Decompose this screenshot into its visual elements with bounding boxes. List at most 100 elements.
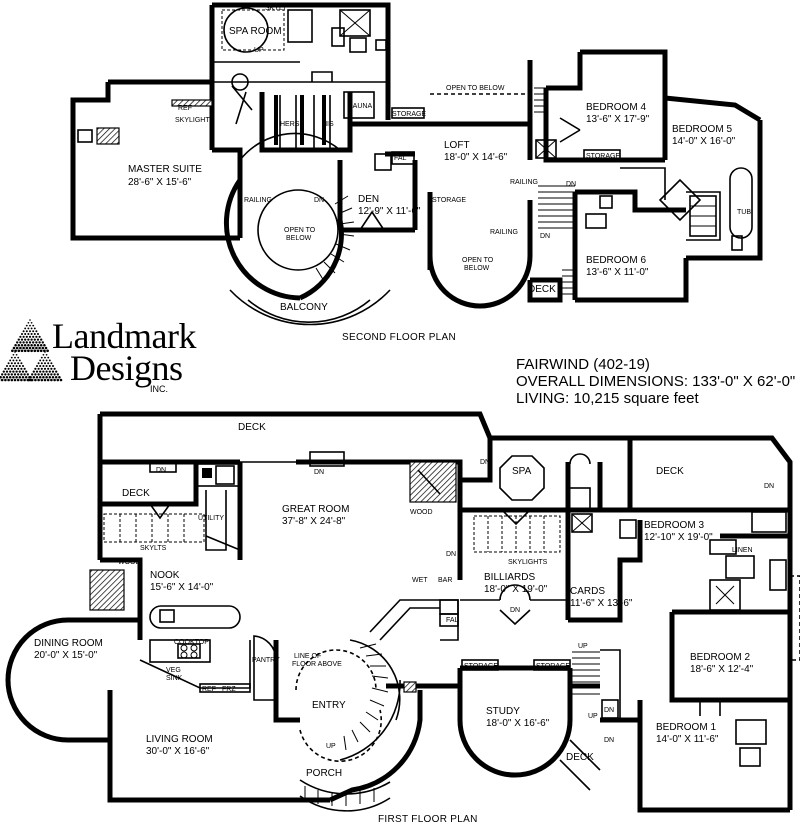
logo-dot (37, 367, 40, 370)
logo-dot (43, 343, 46, 347)
balcony-label: BALCONY (280, 302, 328, 313)
bedroom2-label: BEDROOM 2 (690, 652, 750, 663)
logo-dot (33, 343, 37, 347)
logo-dot (20, 343, 24, 347)
logo-dot (9, 359, 12, 362)
bedroom1-label: BEDROOM 1 (656, 722, 716, 733)
logo-dot (20, 362, 23, 365)
logo-dot (30, 327, 33, 330)
logo-dot (46, 378, 50, 382)
second-floor-title: SECOND FLOOR PLAN (342, 332, 456, 343)
logo-dot (27, 327, 30, 330)
logo-dot (25, 335, 28, 338)
study-label: STUDY (486, 706, 520, 717)
second-storage-label-1: STORAGE (392, 111, 426, 118)
logo-dot (13, 373, 17, 376)
logo-dot (23, 373, 26, 376)
second-fal-label: FAL (394, 155, 407, 162)
skylights-label: SKYLIGHTS (508, 559, 548, 566)
logo-dot (7, 367, 10, 370)
logo-dot (15, 364, 18, 368)
logo-dot (46, 349, 49, 353)
logo-dot (17, 367, 20, 370)
first-deck-right-label: DECK (656, 466, 684, 477)
logo-dot (50, 362, 53, 365)
logo-dot (27, 332, 30, 336)
logo-dot (22, 341, 25, 344)
first-deck-left-label: DECK (122, 488, 150, 499)
logo-dot (28, 346, 32, 350)
logo-dot (45, 370, 48, 373)
logo-dot (29, 324, 31, 327)
logo-dot (50, 373, 53, 376)
first-wood-label-1: WOOD (118, 559, 141, 566)
bedroom3-label: BEDROOM 3 (644, 520, 704, 531)
landmark-logo-mark (0, 319, 63, 382)
living-room-size: 30'-0" X 16'-6" (146, 746, 210, 757)
logo-dot (12, 370, 15, 373)
logo-dot (23, 343, 27, 347)
logo-dot (53, 373, 56, 376)
logo-dot (12, 364, 15, 368)
logo-dot (17, 362, 20, 365)
logo-dot (51, 375, 55, 379)
plan-living-area: LIVING: 10,215 square feet (516, 390, 699, 407)
logo-dot (33, 332, 36, 336)
logo-dot (53, 367, 56, 370)
logo-dot (32, 341, 35, 344)
logo-dot (30, 378, 34, 382)
logo-dot (45, 364, 48, 368)
first-wood-label-2: WOOD (410, 509, 433, 516)
logo-dot (12, 353, 15, 356)
logo-dot (17, 343, 21, 347)
tub-label: TUB (737, 209, 751, 216)
logo-dot (7, 373, 10, 376)
logo-dot (32, 330, 35, 333)
logo-dot (22, 346, 25, 350)
study-size: 18'-0" X 16'-6" (486, 718, 550, 729)
logo-dot (16, 378, 20, 382)
bedroom5-label: BEDROOM 5 (672, 124, 732, 135)
logo-dot (51, 370, 55, 373)
logo-dot (19, 346, 22, 350)
logo-dot (40, 338, 43, 341)
bedroom6-size: 13'-6" X 11'-0" (586, 267, 649, 278)
logo-dot (36, 349, 40, 353)
second-railing-label-3: RAILING (510, 179, 538, 186)
logo-dot (44, 356, 46, 359)
logo-dot (5, 370, 9, 373)
sink-label: SINK (166, 675, 183, 682)
second-deck-label: DECK (528, 284, 556, 295)
logo-dot (39, 370, 42, 373)
logo-dot (27, 378, 31, 382)
logo-dot (25, 324, 28, 327)
logo-dot (21, 370, 25, 373)
logo-dot (34, 378, 37, 382)
logo-dot (17, 349, 21, 353)
logo-dot (20, 378, 23, 382)
logo-dot (42, 375, 45, 379)
pantry-label: PANTRY (252, 657, 280, 664)
billiards-size: 18'-0" X 19'-0" (484, 584, 548, 595)
logo-dot (24, 375, 28, 379)
logo-dot (32, 335, 35, 338)
logo-dot (37, 362, 40, 365)
logo-dot (14, 356, 16, 359)
open-to-label-left: OPEN TO (284, 227, 316, 234)
logo-dot (1, 373, 4, 376)
second-dn-label-3: DN (540, 233, 550, 240)
logo-dot (31, 373, 34, 376)
below-label-right: BELOW (464, 265, 490, 272)
logo-dot (9, 370, 12, 373)
logo-dot (50, 378, 53, 382)
bedroom6-label: BEDROOM 6 (586, 255, 646, 266)
logo-dot (31, 346, 35, 350)
logo-dot (23, 367, 26, 370)
first-dn-label-5: DN (446, 551, 456, 558)
bedroom3-size: 12'-10" X 19'-0" (644, 532, 713, 543)
logo-dot (20, 338, 24, 341)
logo-dot (10, 367, 13, 370)
logo-dot (10, 373, 13, 376)
second-floor-plan: SKYLT SPA ROOM UP REF SKYLIGHT MASTER SU… (70, 2, 763, 343)
